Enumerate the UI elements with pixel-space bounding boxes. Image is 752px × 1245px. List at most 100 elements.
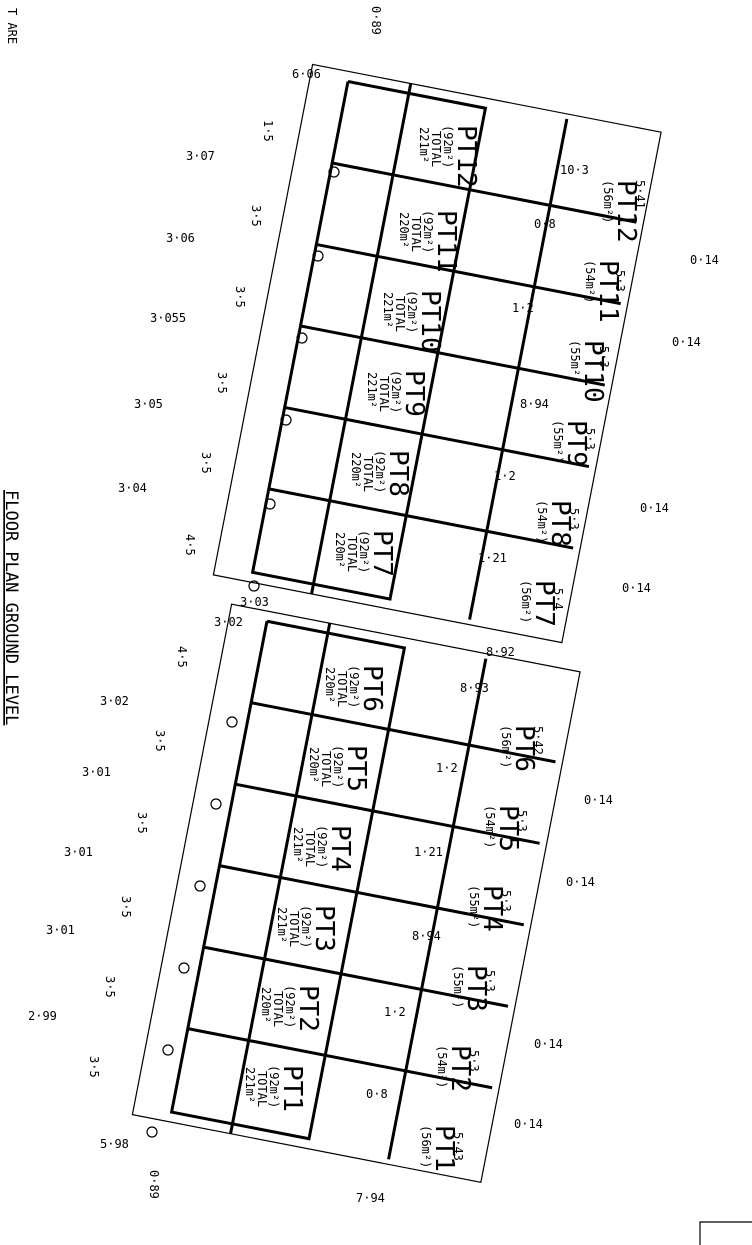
lot-area: (92m²) [331, 745, 345, 788]
lot-separator [331, 161, 637, 224]
misc-levels: 0·89 6·06 3·03 3·02 5·98 0·89 10·3 8·94 … [100, 6, 589, 1205]
dimension: 3·5 [119, 896, 133, 918]
level-label: 10·3 [560, 163, 589, 177]
lot-total-label: TOTAL [335, 671, 349, 707]
lot-id: PT7 [367, 530, 397, 577]
dimension: 5·43 [451, 1132, 465, 1161]
level-label: 0·14 [584, 793, 613, 807]
dimension: 0·8 [366, 1087, 388, 1101]
level-label: 8·93 [460, 681, 489, 695]
level-label: 0·89 [369, 6, 383, 35]
level-label: 3·02 [214, 615, 243, 629]
dimension: 3·5 [249, 205, 263, 227]
t-marker-icon [162, 1044, 174, 1056]
lot-area: (92m²) [347, 665, 361, 708]
dimension: 1·2 [384, 1005, 406, 1019]
t-marker-icon [280, 414, 292, 426]
lot-id: PT11 [431, 210, 461, 273]
dimension: 1·2 [436, 761, 458, 775]
lot-total: 221m² [275, 907, 289, 943]
drawing-title: FLOOR PLAN GROUND LEVEL [1, 490, 21, 725]
dimension: 3·5 [153, 730, 167, 752]
lot-separator [284, 405, 590, 469]
dimension: 5·3 [567, 508, 581, 530]
building-block-upper [212, 63, 662, 644]
dimension: 5·3 [483, 970, 497, 992]
courtyard-area: (54m²) [583, 260, 597, 303]
dimension: 5·3 [499, 890, 513, 912]
dimension: 5·3 [613, 270, 627, 292]
lot-area: (92m²) [315, 825, 329, 868]
lot-total-label: TOTAL [345, 536, 359, 572]
left-levels: 3·07 3·06 3·055 3·05 3·04 3·02 3·01 3·01… [28, 149, 215, 1023]
courtyard-area: (55m²) [451, 965, 465, 1008]
dimension: 3·5 [215, 372, 229, 394]
dimension: 5·41 [633, 180, 647, 209]
lot-separator [219, 864, 525, 927]
lot-total: 220m² [397, 212, 411, 248]
t-marker-icon [248, 580, 260, 592]
t-marker-icon [226, 716, 238, 728]
level-label: 3·01 [46, 923, 75, 937]
level-label: 8·92 [486, 645, 515, 659]
courtyard-id: PT1 [429, 1125, 459, 1172]
level-label: 3·06 [166, 231, 195, 245]
level-label: 6·06 [292, 67, 321, 81]
lot-total: 221m² [243, 1067, 257, 1103]
dimension: 5·4 [551, 588, 565, 610]
dimension: 4·5 [175, 646, 189, 668]
lot-total: 221m² [381, 292, 395, 328]
lot-id: PT12 [451, 125, 481, 188]
dimension: 3·5 [135, 812, 149, 834]
level-label: 0·14 [534, 1037, 563, 1051]
courtyard-area: (55m²) [568, 340, 582, 383]
courtyard-area: (55m²) [467, 885, 481, 928]
dimension: 3·5 [87, 1056, 101, 1078]
dimension: 5·3 [467, 1050, 481, 1072]
level-label: 3·02 [100, 694, 129, 708]
t-marker-icon [264, 498, 276, 510]
lot-total: 220m² [307, 747, 321, 783]
dimension: 1·21 [478, 551, 507, 565]
level-label: 8·94 [412, 929, 441, 943]
t-marker-icon [178, 962, 190, 974]
courtyard-area: (54m²) [483, 805, 497, 848]
lot-area: (92m²) [421, 210, 435, 253]
level-label: 3·04 [118, 481, 147, 495]
lot-boundary-upper [212, 63, 662, 644]
courtyard-id: PT6 [509, 725, 539, 772]
lot-total: 220m² [323, 667, 337, 703]
dimension: 3·5 [103, 976, 117, 998]
level-label: 3·03 [240, 595, 269, 609]
dimension: 3·5 [233, 286, 247, 308]
courtyard-area: (54m²) [435, 1045, 449, 1088]
lot-total-label: TOTAL [271, 991, 285, 1027]
courtyard-id: PT7 [529, 580, 559, 627]
lot-total: 220m² [349, 452, 363, 488]
dimension: 1·5 [261, 120, 275, 142]
lot-total: 221m² [291, 827, 305, 863]
header-fragment: T ARE [5, 8, 19, 44]
dimension: 4·5 [183, 534, 197, 556]
level-label: 3·055 [150, 311, 186, 325]
right-levels: 0·14 0·14 0·14 0·14 0·14 0·14 0·14 0·14 [514, 253, 719, 1131]
dimension: 5·42 [531, 726, 545, 755]
dimension: 3·5 [199, 452, 213, 474]
lot-total-label: TOTAL [319, 751, 333, 787]
lot-area: (92m²) [267, 1065, 281, 1108]
courtyard-area: (54m²) [535, 500, 549, 543]
courtyard-id: PT3 [461, 965, 491, 1012]
level-label: 3·05 [134, 397, 163, 411]
lot-total-label: TOTAL [393, 296, 407, 332]
lot-total-label: TOTAL [287, 911, 301, 947]
lot-separator [250, 701, 556, 764]
t-marker-icon [296, 332, 308, 344]
courtyard-area: (56m²) [499, 725, 513, 768]
level-label: 0·14 [622, 581, 651, 595]
lot-id: PT9 [399, 370, 429, 417]
lot-area: (92m²) [299, 905, 313, 948]
title-block-corner [699, 1221, 752, 1245]
dimension: 5·3 [515, 810, 529, 832]
courtyard-id: PT12 [611, 180, 641, 243]
lot-area: (92m²) [441, 125, 455, 168]
